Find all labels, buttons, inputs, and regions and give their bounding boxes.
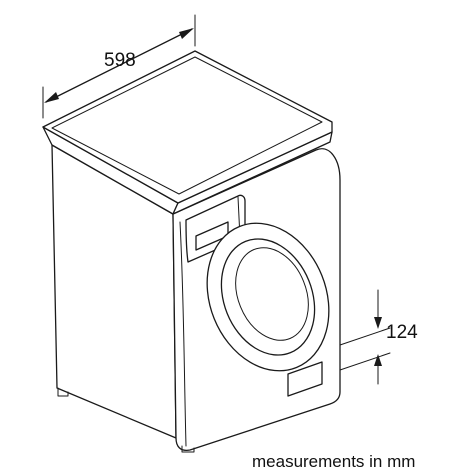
width-dimension-line [45, 28, 193, 103]
height-value-label: 124 [386, 322, 418, 343]
height-extension-line-top [339, 327, 391, 346]
washing-machine [42, 50, 341, 453]
worktop [42, 50, 333, 204]
height-extension-line-bottom [339, 352, 391, 371]
door-glass [235, 247, 309, 341]
width-value-label: 598 [104, 50, 136, 71]
height-arrow-top [374, 317, 382, 329]
width-dimension: 598 [42, 14, 196, 119]
foot-left [57, 387, 69, 397]
door-inner-ring [220, 238, 316, 356]
service-flap [287, 361, 323, 397]
width-arrow-left [44, 92, 59, 103]
height-dimension: 124 [339, 289, 418, 385]
units-caption: measurements in mm [252, 452, 415, 471]
width-arrow-right [179, 28, 194, 39]
worktop-inner-edge [51, 56, 323, 195]
height-arrow-bottom [374, 354, 382, 366]
foot-front [181, 445, 195, 453]
front-edge-bevel [179, 221, 187, 447]
